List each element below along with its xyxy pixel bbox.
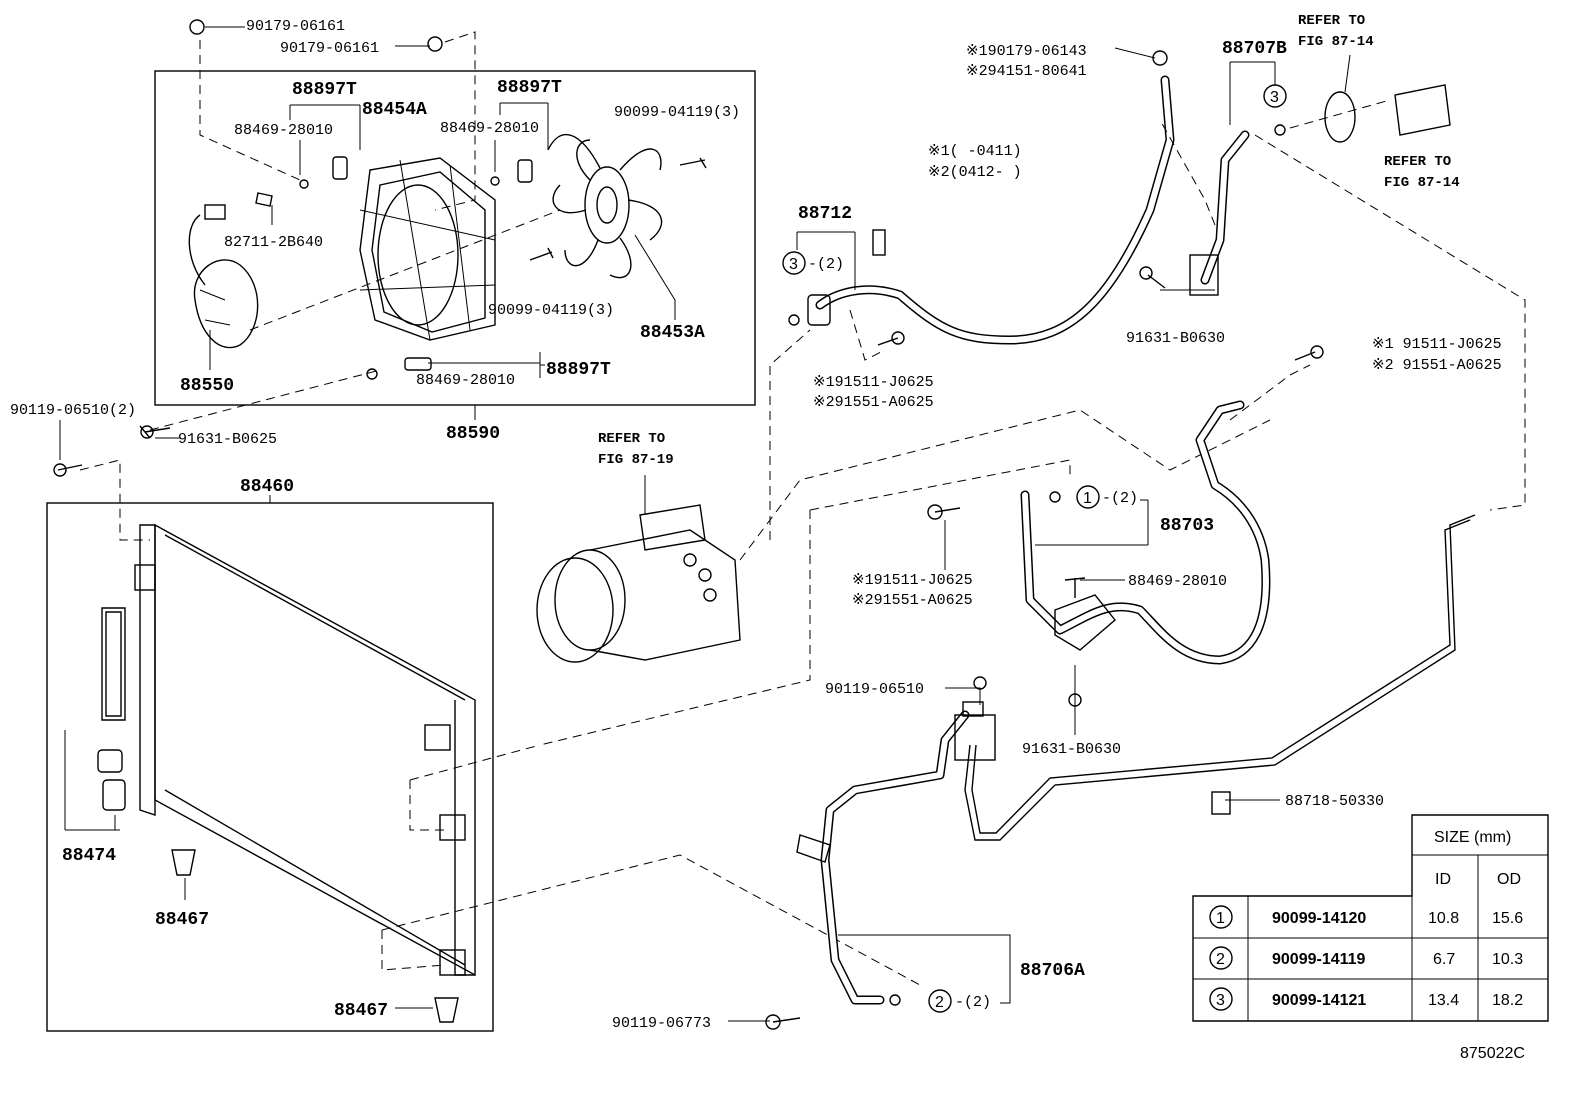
label-p43: -(2) xyxy=(955,994,991,1011)
label-p18: 88460 xyxy=(240,477,294,497)
label-p32: ※1 91511-J0625 xyxy=(1372,336,1502,353)
table-row-1-id: 10.8 xyxy=(1428,910,1459,927)
circled-c5: 2 xyxy=(935,994,944,1011)
label-p41: 88718-50330 xyxy=(1285,793,1384,810)
label-p35: 88703 xyxy=(1160,516,1214,536)
label-p21: 88467 xyxy=(334,1001,388,1021)
condenser xyxy=(97,523,476,1023)
label-p8: 90099-04119(3) xyxy=(614,104,740,121)
label-p11: 88453A xyxy=(640,323,705,343)
label-p34: -(2) xyxy=(1102,490,1138,507)
size-table-header: SIZE (mm) xyxy=(1434,829,1511,846)
fan-shroud xyxy=(359,157,496,341)
label-p23: -(2) xyxy=(808,256,844,273)
table-row-2-od: 10.3 xyxy=(1492,951,1523,968)
refer-r1b: FIG 87-19 xyxy=(598,452,674,468)
suction-hose-88703 xyxy=(1020,400,1271,665)
label-p2: 90179-06161 xyxy=(280,40,379,57)
condenser-box xyxy=(46,502,494,1032)
fan-small-parts xyxy=(255,156,707,380)
label-p38: 88469-28010 xyxy=(1128,573,1227,590)
label-p39: 91631-B0630 xyxy=(1022,741,1121,758)
label-p15: 88590 xyxy=(446,424,500,444)
bolts xyxy=(53,19,1324,1030)
label-p26: ※190179-06143 xyxy=(966,43,1087,60)
label-p10: 90099-04119(3) xyxy=(488,302,614,319)
label-p40: 90119-06510 xyxy=(825,681,924,698)
label-p12: 88550 xyxy=(180,376,234,396)
table-row-1-num: 1 xyxy=(1216,910,1225,927)
refer-r2a: REFER TO xyxy=(1298,13,1365,29)
size-table: SIZE (mm) ID OD 1 90099-14120 10.8 15.6 … xyxy=(1192,814,1549,1022)
table-row-3-od: 18.2 xyxy=(1492,992,1523,1009)
label-p19: 88474 xyxy=(62,846,116,866)
label-p28: ※1( -0411) xyxy=(928,143,1022,160)
liquid-pipe xyxy=(796,514,1476,1006)
label-p27: ※294151-80641 xyxy=(966,63,1087,80)
label-p14: 88897T xyxy=(546,360,611,380)
label-p20: 88467 xyxy=(155,910,209,930)
figure-code: 875022C xyxy=(1460,1045,1525,1062)
table-row-2-id: 6.7 xyxy=(1433,951,1455,968)
discharge-hose xyxy=(788,50,1175,345)
refer-r3a: REFER TO xyxy=(1384,154,1451,170)
label-p37: ※291551-A0625 xyxy=(852,592,973,609)
size-table-col-od: OD xyxy=(1497,871,1521,888)
refer-r2b: FIG 87-14 xyxy=(1298,34,1374,50)
label-p16: 90119-06510(2) xyxy=(10,402,136,419)
label-p42: 88706A xyxy=(1020,961,1085,981)
refer-r1a: REFER TO xyxy=(598,431,665,447)
fan-blade xyxy=(547,133,663,279)
fan-motor xyxy=(188,204,259,349)
label-p13: 88469-28010 xyxy=(416,372,515,389)
label-p31: 91631-B0630 xyxy=(1126,330,1225,347)
fan-assembly-box xyxy=(154,70,756,406)
label-p33: ※2 91551-A0625 xyxy=(1372,357,1502,374)
table-row-2-part: 90099-14119 xyxy=(1272,951,1366,968)
label-p22: 88712 xyxy=(798,204,852,224)
label-p25: ※291551-A0625 xyxy=(813,394,934,411)
refer-r3b: FIG 87-14 xyxy=(1384,175,1460,191)
label-p36: ※191511-J0625 xyxy=(852,572,973,589)
table-row-1-od: 15.6 xyxy=(1492,910,1523,927)
size-table-col-id: ID xyxy=(1435,871,1451,888)
label-p7: 88469-28010 xyxy=(440,120,539,137)
suction-pipe-88707B xyxy=(1189,84,1451,296)
label-p9: 82711-2B640 xyxy=(224,234,323,251)
label-p17: 91631-B0625 xyxy=(178,431,277,448)
label-p4: 88454A xyxy=(362,100,427,120)
label-p30: 88707B xyxy=(1222,39,1287,59)
table-row-2-num: 2 xyxy=(1216,951,1225,968)
label-p24: ※191511-J0625 xyxy=(813,374,934,391)
table-row-1-part: 90099-14120 xyxy=(1272,910,1366,927)
label-p3: 88897T xyxy=(292,80,357,100)
circled-c4: 3 xyxy=(789,256,798,273)
circled-c1: 1 xyxy=(1083,490,1092,507)
compressor xyxy=(536,504,741,663)
label-p6: 88469-28010 xyxy=(234,122,333,139)
label-p29: ※2(0412- ) xyxy=(928,164,1022,181)
circled-c3: 3 xyxy=(1270,89,1279,106)
table-row-3-num: 3 xyxy=(1216,992,1225,1009)
table-row-3-id: 13.4 xyxy=(1428,992,1459,1009)
label-p5: 88897T xyxy=(497,78,562,98)
table-row-3-part: 90099-14121 xyxy=(1272,992,1366,1009)
label-p44: 90119-06773 xyxy=(612,1015,711,1032)
label-p1: 90179-06161 xyxy=(246,18,345,35)
